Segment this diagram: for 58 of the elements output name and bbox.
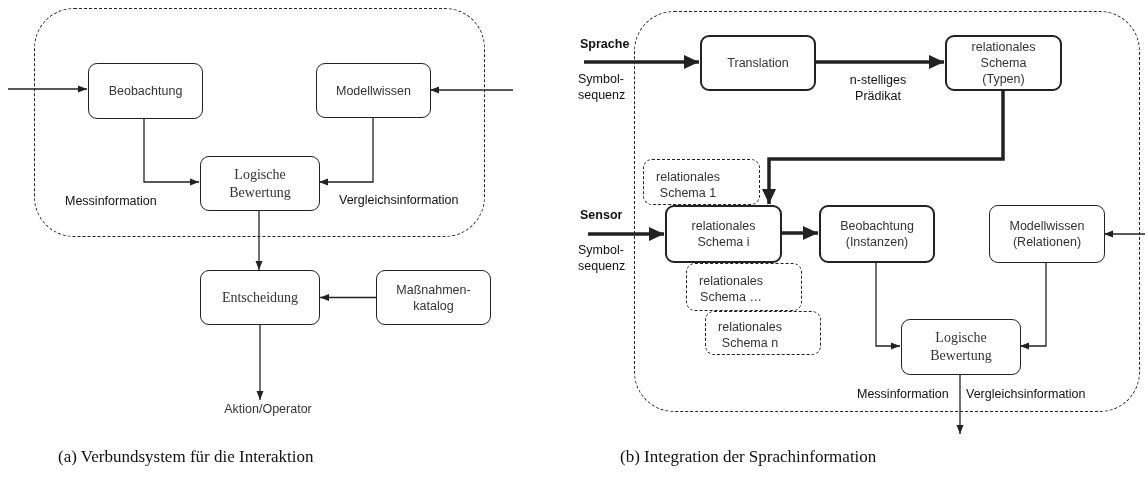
arrow (588, 227, 664, 241)
annotation-label: Vergleichsinformation (339, 192, 459, 208)
arrow (318, 116, 374, 186)
process-box (819, 205, 935, 263)
annotation-label: Vergleichsinformation (966, 386, 1086, 402)
box-label: Entscheidung (221, 288, 299, 307)
output-label: Aktion/Operator (224, 401, 312, 417)
subfigure-caption: (b) Integration der Sprachinformation (620, 446, 877, 468)
annotation-label: Messinformation (65, 193, 157, 209)
arrow (956, 373, 964, 435)
arrow (256, 324, 264, 401)
dashed-schema-box (686, 263, 802, 311)
arrow (143, 117, 200, 186)
arrow (815, 55, 944, 69)
annotation-label: Sprache (580, 36, 630, 52)
box-label: Logische Bewertung (228, 165, 292, 202)
box-label: Beobachtung (108, 83, 183, 99)
process-box (88, 63, 203, 119)
arrow (319, 294, 377, 301)
box-label: relationales Schema i (690, 218, 757, 250)
box-label: Maßnahmen- katalog (395, 281, 472, 314)
box-label: Logische Bewertung (929, 329, 993, 365)
box-label: Modellwissen (Relationen) (1008, 218, 1086, 250)
process-box (200, 270, 320, 325)
process-box (316, 63, 431, 118)
dashed-schema-box (705, 311, 821, 355)
dashed-group-boundary (34, 8, 485, 237)
box-label: Modellwissen (336, 82, 411, 99)
arrow (429, 86, 514, 94)
process-box (901, 319, 1021, 375)
arrow (7, 85, 88, 93)
process-box (376, 270, 491, 325)
annotation-label: Sensor (580, 207, 623, 223)
process-box (665, 205, 782, 263)
box-label: Translation (727, 55, 789, 71)
arrow (584, 55, 699, 69)
box-label: relationales Schema (Typen) (970, 39, 1037, 87)
box-label: relationales Schema 1 (655, 169, 721, 201)
dashed-schema-box (643, 159, 760, 205)
dashed-group-boundary (634, 11, 1140, 412)
subfigure-caption: (a) Verbundsystem für die Interaktion (58, 446, 314, 468)
process-box (200, 156, 320, 211)
annotation-label: Symbol- sequenz (578, 71, 627, 103)
box-label: relationales Schema n (717, 319, 783, 351)
arrow (875, 261, 901, 350)
arrow (762, 90, 1005, 204)
arrow (1103, 230, 1145, 238)
process-box (989, 205, 1105, 263)
box-label: relationales Schema … (698, 273, 764, 305)
process-box (700, 35, 816, 91)
edge-label: n-stelliges Prädikat (848, 72, 908, 104)
annotation-label: Messinformation (857, 386, 949, 402)
process-box (945, 35, 1062, 91)
arrow (255, 209, 263, 271)
arrow (1019, 261, 1047, 350)
arrow (781, 226, 818, 240)
annotation-label: Symbol- sequenz (578, 242, 627, 274)
box-label: Beobachtung (Instanzen) (839, 218, 915, 250)
